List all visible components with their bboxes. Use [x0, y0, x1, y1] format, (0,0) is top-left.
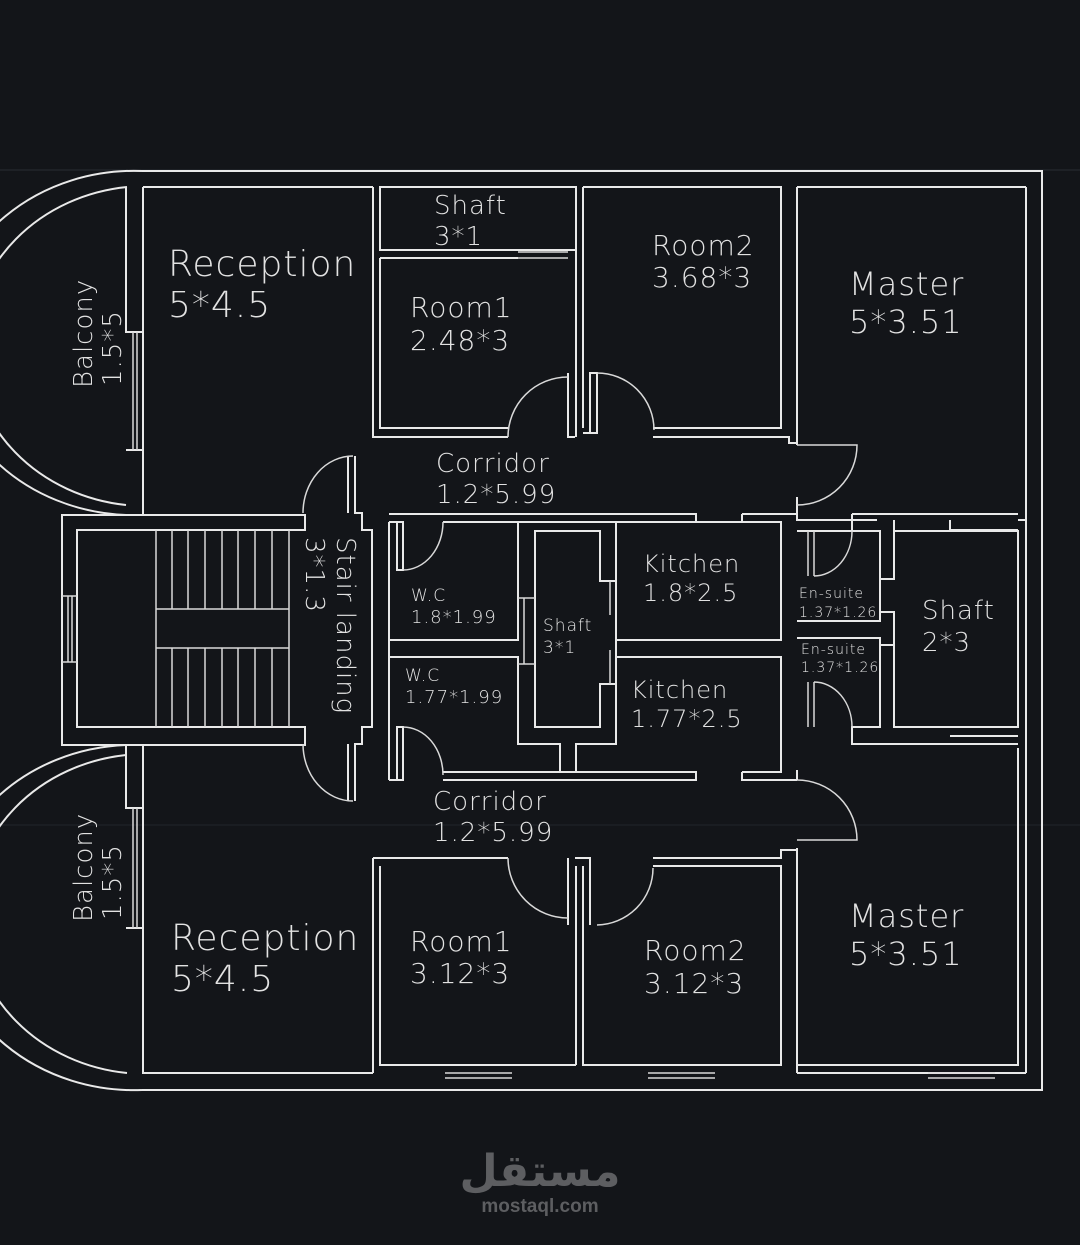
room-wc-bottom: W.C 1.77*1.99 [405, 666, 503, 708]
room-shaft-right: Shaft 2*3 [922, 596, 995, 658]
room-size: 1.8*2.5 [643, 579, 738, 607]
room-name: Balcony [69, 813, 99, 922]
room-master-bottom: Master 5*3.51 [849, 897, 964, 973]
room-name: En-suite [799, 586, 864, 602]
room-name: W.C [405, 666, 440, 686]
room-ensuite-bottom: En-suite 1.37*1.26 [801, 642, 879, 676]
watermark-logo-arabic: مستقل [459, 1146, 621, 1197]
room-name: En-suite [801, 642, 866, 658]
watermark-url: mostaql.com [481, 1196, 599, 1217]
room-name: Stair landing [330, 537, 360, 714]
master-top-walls [796, 186, 1026, 531]
stair-walls [61, 514, 306, 746]
room-name: Corridor [433, 787, 547, 817]
room-size: 1.37*1.26 [799, 605, 877, 621]
room-name: Kitchen [643, 550, 740, 578]
room-size: 5*3.51 [849, 935, 963, 973]
room-size: 3.68*3 [652, 261, 752, 294]
room-size: 2*3 [922, 628, 971, 658]
room-name: Shaft [922, 596, 995, 626]
room-stair-landing: Stair landing 3*1.3 [299, 537, 360, 714]
room-size: 3*1 [434, 222, 483, 252]
room-size: 1.77*1.99 [405, 687, 503, 708]
room-room1-bottom: Room1 3.12*3 [410, 925, 513, 990]
bottom-rooms-walls [125, 745, 1042, 1091]
room-size: 3.12*3 [644, 967, 744, 1000]
room-size: 1.77*2.5 [631, 705, 743, 733]
room-name: Master [849, 265, 964, 303]
room-master-top: Master 5*3.51 [849, 265, 964, 341]
room-room2-bottom: Room2 3.12*3 [644, 934, 747, 1000]
reception-top-walls [125, 186, 373, 516]
room-name: Room2 [652, 229, 755, 262]
room-size: 3*1 [543, 638, 576, 658]
room-size: 1.8*1.99 [411, 607, 497, 628]
room-name: Room1 [410, 925, 513, 958]
room-corridor-top: Corridor 1.2*5.99 [436, 449, 556, 510]
room-name: Master [849, 897, 964, 935]
room-kitchen-top: Kitchen 1.8*2.5 [643, 550, 740, 607]
room-name: Reception [171, 918, 359, 959]
room-size: 5*4.5 [168, 285, 271, 326]
room2-top-walls [507, 186, 797, 444]
stair-landing-walls [302, 455, 373, 802]
room-size: 1.37*1.26 [801, 660, 879, 676]
room-corridor-bottom: Corridor 1.2*5.99 [433, 787, 553, 848]
room-reception-top: Reception 5*4.5 [168, 244, 356, 326]
room-name: W.C [411, 586, 446, 606]
room-wc-top: W.C 1.8*1.99 [411, 586, 497, 628]
outer-walls [0, 169, 1043, 1092]
room-shaft-top: Shaft 3*1 [434, 191, 507, 252]
room-name: Room2 [644, 934, 747, 967]
corridor-bottom-walls [796, 770, 858, 1073]
ensuite-walls [797, 520, 1019, 745]
room-room2-top: Room2 3.68*3 [652, 229, 755, 294]
room-name: Shaft [434, 191, 507, 221]
room-room1-top: Room1 2.48*3 [410, 291, 513, 357]
room-balcony-top: Balcony 1.5*5 [69, 279, 128, 388]
room-size: 3*1.3 [299, 537, 329, 613]
room-size: 1.2*5.99 [433, 818, 553, 848]
room-name: Corridor [436, 449, 550, 479]
room-name: Room1 [410, 291, 513, 324]
room-reception-bottom: Reception 5*4.5 [171, 918, 359, 1000]
room-kitchen-bottom: Kitchen 1.77*2.5 [631, 676, 743, 733]
room-size: 5*3.51 [849, 303, 963, 341]
room-size: 5*4.5 [171, 959, 274, 1000]
room-name: Balcony [69, 279, 99, 388]
room-size: 1.5*5 [98, 310, 128, 386]
room-name: Reception [168, 244, 356, 285]
wc-walls [388, 513, 697, 781]
room-ensuite-top: En-suite 1.37*1.26 [799, 586, 877, 621]
room-size: 3.12*3 [410, 957, 510, 990]
room-shaft-mid: Shaft 3*1 [543, 616, 592, 658]
room-name: Kitchen [631, 676, 728, 704]
room-size: 2.48*3 [410, 324, 510, 357]
room-size: 1.2*5.99 [436, 480, 556, 510]
room-balcony-bottom: Balcony 1.5*5 [69, 813, 128, 922]
room-name: Shaft [543, 616, 592, 636]
kitchen-walls [575, 513, 797, 781]
room-size: 1.5*5 [98, 844, 128, 920]
